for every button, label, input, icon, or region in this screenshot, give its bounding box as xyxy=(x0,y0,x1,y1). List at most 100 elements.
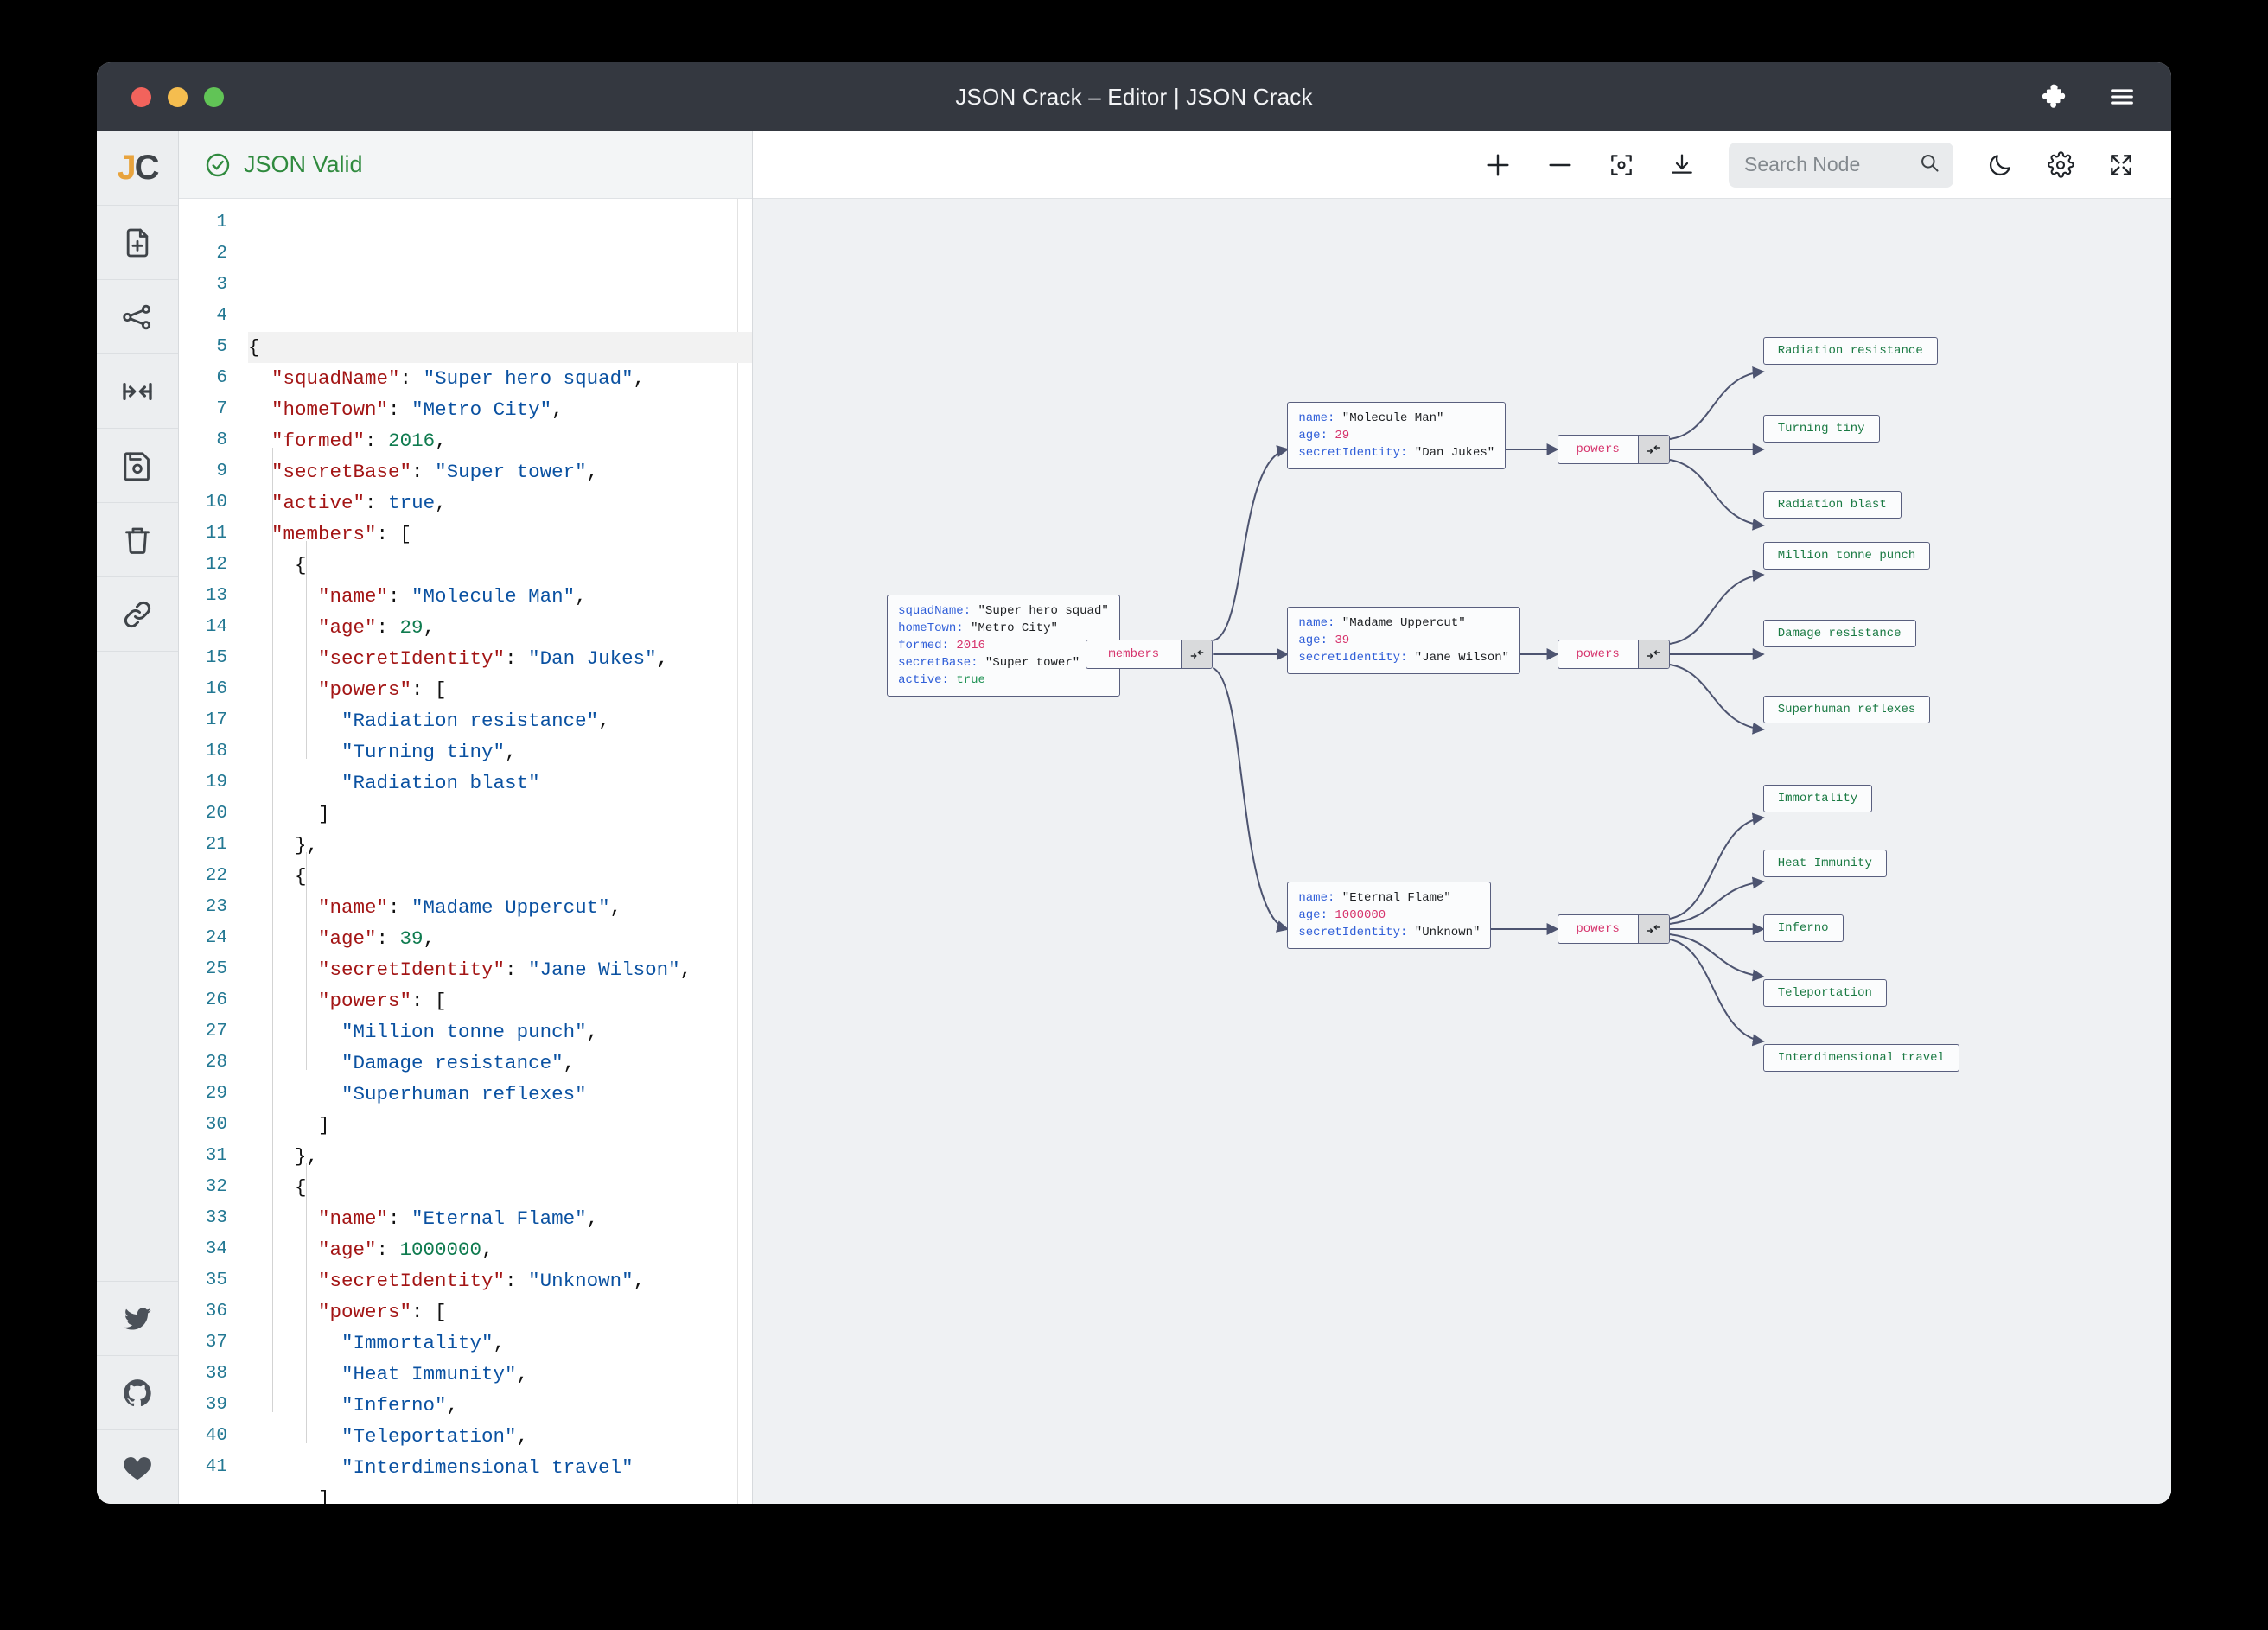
graph-node-powers-3[interactable]: powers xyxy=(1557,914,1670,944)
code-line[interactable]: ] xyxy=(248,1483,752,1504)
code-line[interactable]: "Turning tiny", xyxy=(248,736,752,767)
sidebar-item-copy-link[interactable] xyxy=(97,577,178,652)
code-line[interactable]: "Million tonne punch", xyxy=(248,1016,752,1047)
graph-leaf-2-2[interactable]: Damage resistance xyxy=(1762,620,1916,647)
code-token: "Radiation resistance" xyxy=(341,710,599,732)
code-line[interactable]: "name": "Eternal Flame", xyxy=(248,1203,752,1234)
code-line[interactable]: "age": 1000000, xyxy=(248,1234,752,1265)
graph-node-powers-1[interactable]: powers xyxy=(1557,435,1670,464)
code-line[interactable]: "age": 29, xyxy=(248,612,752,643)
collapse-arrows-icon[interactable] xyxy=(1637,915,1669,943)
code-line[interactable]: "formed": 2016, xyxy=(248,425,752,456)
search-icon[interactable] xyxy=(1918,151,1941,179)
code-line[interactable]: "Superhuman reflexes" xyxy=(248,1079,752,1110)
code-line[interactable]: "Inferno", xyxy=(248,1390,752,1421)
sidebar-item-sponsor[interactable] xyxy=(97,1429,178,1504)
code-line[interactable]: "squadName": "Super hero squad", xyxy=(248,363,752,394)
code-line[interactable]: "powers": [ xyxy=(248,674,752,705)
code-line[interactable]: { xyxy=(248,1172,752,1203)
hamburger-menu-icon[interactable] xyxy=(2107,82,2137,111)
settings-gear-icon[interactable] xyxy=(2047,150,2074,179)
graph-leaf-1-1[interactable]: Radiation resistance xyxy=(1762,337,1938,365)
minimize-window-button[interactable] xyxy=(168,86,188,107)
code-content[interactable]: { "squadName": "Super hero squad", "home… xyxy=(238,199,752,1504)
collapse-arrows-icon[interactable] xyxy=(1637,640,1669,668)
code-token xyxy=(248,927,318,950)
sidebar-item-share-graph[interactable] xyxy=(97,280,178,354)
code-line[interactable]: "secretIdentity": "Unknown", xyxy=(248,1265,752,1296)
code-token xyxy=(248,1456,341,1479)
graph-leaf-1-2[interactable]: Turning tiny xyxy=(1762,415,1880,443)
code-line[interactable]: "Teleportation", xyxy=(248,1421,752,1452)
code-line[interactable]: "homeTown": "Metro City", xyxy=(248,394,752,425)
code-token: : xyxy=(365,430,389,452)
code-line[interactable]: "age": 39, xyxy=(248,923,752,954)
code-line[interactable]: { xyxy=(248,332,752,363)
collapse-arrows-icon[interactable] xyxy=(1637,436,1669,463)
sidebar-item-new-document[interactable] xyxy=(97,206,178,280)
center-focus-button[interactable] xyxy=(1608,151,1635,179)
node-key: age: xyxy=(1298,634,1335,647)
sidebar-item-delete[interactable] xyxy=(97,503,178,577)
graph-node-powers-2[interactable]: powers xyxy=(1557,640,1670,669)
sidebar-item-save[interactable] xyxy=(97,429,178,503)
graph-leaf-2-3[interactable]: Superhuman reflexes xyxy=(1762,696,1931,723)
code-line[interactable]: "Immortality", xyxy=(248,1328,752,1359)
close-window-button[interactable] xyxy=(131,86,151,107)
code-line[interactable]: "active": true, xyxy=(248,487,752,519)
code-line[interactable]: "powers": [ xyxy=(248,1296,752,1328)
node-row: name: "Madame Uppercut" xyxy=(1298,614,1509,632)
node-row: age: 29 xyxy=(1298,427,1494,444)
graph-leaf-3-5[interactable]: Interdimensional travel xyxy=(1762,1044,1959,1072)
code-line[interactable]: ] xyxy=(248,1110,752,1141)
code-line[interactable]: "Damage resistance", xyxy=(248,1047,752,1079)
code-line[interactable]: }, xyxy=(248,830,752,861)
sidebar-item-collapse[interactable] xyxy=(97,354,178,429)
sidebar-item-twitter[interactable] xyxy=(97,1281,178,1355)
code-line[interactable]: "secretBase": "Super tower", xyxy=(248,456,752,487)
code-line[interactable]: "name": "Madame Uppercut", xyxy=(248,892,752,923)
node-key: secretIdentity: xyxy=(1298,651,1415,665)
code-line[interactable]: "Interdimensional travel" xyxy=(248,1452,752,1483)
code-line[interactable]: "Radiation resistance", xyxy=(248,705,752,736)
code-line[interactable]: "secretIdentity": "Dan Jukes", xyxy=(248,643,752,674)
code-line[interactable]: "powers": [ xyxy=(248,985,752,1016)
sidebar-item-github[interactable] xyxy=(97,1355,178,1429)
graph-leaf-3-1[interactable]: Immortality xyxy=(1762,785,1873,812)
zoom-out-button[interactable] xyxy=(1545,150,1575,180)
search-input[interactable] xyxy=(1744,153,1909,176)
code-token: 39 xyxy=(399,927,424,950)
collapse-arrows-icon[interactable] xyxy=(1181,640,1213,668)
graph-leaf-3-4[interactable]: Teleportation xyxy=(1762,979,1887,1007)
maximize-window-button[interactable] xyxy=(204,86,224,107)
code-line[interactable]: "Heat Immunity", xyxy=(248,1359,752,1390)
code-line[interactable]: }, xyxy=(248,1141,752,1172)
code-line[interactable]: { xyxy=(248,861,752,892)
code-line[interactable]: "name": "Molecule Man", xyxy=(248,581,752,612)
code-line[interactable]: "Radiation blast" xyxy=(248,767,752,799)
graph-node-members[interactable]: members xyxy=(1086,640,1214,669)
code-line[interactable]: { xyxy=(248,550,752,581)
graph-leaf-1-3[interactable]: Radiation blast xyxy=(1762,491,1902,519)
line-number: 25 xyxy=(205,959,227,979)
code-line[interactable]: "secretIdentity": "Jane Wilson", xyxy=(248,954,752,985)
code-line[interactable]: ] xyxy=(248,799,752,830)
search-node-box[interactable] xyxy=(1729,142,1953,188)
fullscreen-button[interactable] xyxy=(2107,151,2135,179)
code-line[interactable]: "members": [ xyxy=(248,519,752,550)
graph-leaf-3-3[interactable]: Inferno xyxy=(1762,914,1844,942)
dark-mode-toggle[interactable] xyxy=(1986,151,2014,179)
download-button[interactable] xyxy=(1668,151,1696,179)
graph-canvas[interactable]: squadName: "Super hero squad"homeTown: "… xyxy=(753,199,2171,1504)
graph-node-root[interactable]: squadName: "Super hero squad"homeTown: "… xyxy=(887,595,1120,697)
zoom-in-button[interactable] xyxy=(1483,150,1513,180)
puzzle-piece-icon[interactable] xyxy=(2038,82,2067,111)
graph-leaf-3-2[interactable]: Heat Immunity xyxy=(1762,850,1887,877)
graph-leaf-2-1[interactable]: Million tonne punch xyxy=(1762,542,1931,570)
